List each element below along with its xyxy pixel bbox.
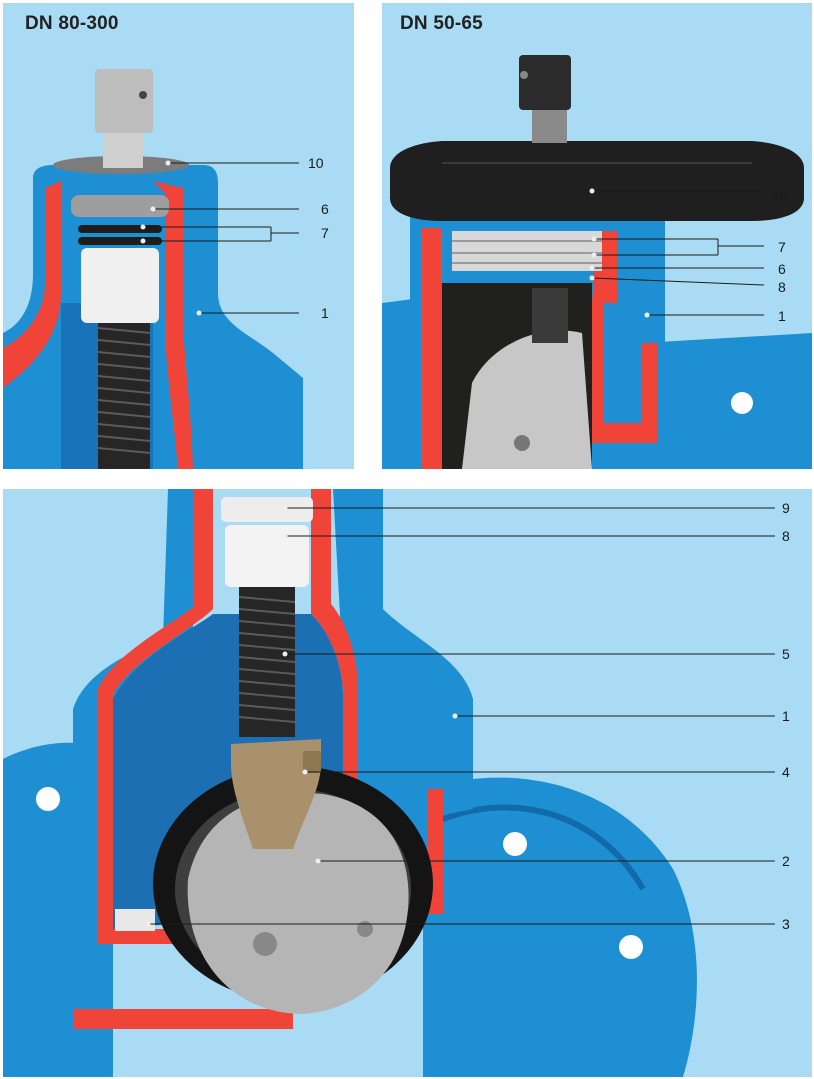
wedge-bolt (253, 932, 277, 956)
bushing-lower (225, 525, 309, 587)
valve-main-section-illustration (3, 489, 775, 1077)
bushing (81, 248, 159, 323)
stem-cap-pin (520, 71, 528, 79)
flange-right-edge (441, 804, 646, 891)
thread-lines (238, 596, 296, 723)
bushing-upper (221, 497, 313, 522)
leader-lines (143, 162, 299, 314)
callout-label: 6 (778, 261, 786, 277)
flange-right (423, 777, 697, 1077)
stem-thread (532, 288, 568, 343)
callout-label: 1 (778, 308, 786, 324)
callout-label: 8 (782, 528, 790, 544)
section-cut-right (153, 181, 193, 469)
callout-label: 10 (308, 155, 324, 171)
top-cap (390, 141, 804, 221)
stem-nut-lug (303, 751, 321, 773)
stem-nut (231, 739, 321, 849)
callout-label: 8 (778, 279, 786, 295)
callout-label: 2 (782, 853, 790, 869)
panel-dn-50-65: DN 50-65 10 7 6 8 1 (382, 3, 812, 469)
stem-cap-pin (139, 91, 147, 99)
bushing-lines (452, 240, 602, 264)
callout-dots (140, 160, 202, 316)
section-cut-left (3, 181, 61, 388)
flange-right (642, 333, 812, 469)
section-cut-left (422, 228, 442, 469)
o-ring-lower (78, 237, 162, 245)
flange-bolt-hole (619, 935, 643, 959)
callout-label: 6 (321, 201, 329, 217)
callout-label: 3 (782, 916, 790, 932)
panel-dn-80-300: DN 80-300 10 6 7 1 (3, 3, 354, 469)
callout-label: 1 (321, 305, 329, 321)
valve-top-section-illustration (3, 69, 303, 469)
valve-top-section-illustration (382, 55, 812, 469)
callout-label: 1 (782, 708, 790, 724)
section-cut-left (98, 489, 213, 929)
stem-ring (71, 195, 169, 217)
callout-label: 10 (772, 186, 788, 202)
leader-lines (148, 507, 775, 925)
wedge-metal (187, 793, 409, 1014)
callout-dots (589, 188, 650, 318)
section-cut-right (592, 231, 657, 443)
callout-label: 4 (782, 764, 790, 780)
stem-shaft (103, 128, 143, 168)
wedge-bolt (514, 435, 530, 451)
thread-lines (97, 327, 151, 454)
callout-dots (145, 505, 458, 927)
callout-label: 7 (321, 225, 329, 241)
callout-label: 7 (778, 239, 786, 255)
bushing-stack (452, 231, 602, 271)
guide-shoe (115, 909, 155, 931)
panel-main-section: 9 8 5 1 4 2 3 (3, 489, 812, 1077)
wedge-bolt (357, 921, 373, 937)
panel-title: DN 80-300 (25, 13, 119, 34)
callout-label: 5 (782, 646, 790, 662)
flange-bolt-hole (731, 392, 753, 414)
leader-lines (591, 190, 765, 316)
wedge (462, 330, 592, 469)
section-cut-base (73, 1009, 293, 1029)
flange-bolt-hole (36, 787, 60, 811)
o-ring-upper (78, 225, 162, 233)
panel-title: DN 50-65 (400, 13, 483, 34)
flange-bolt-hole (503, 832, 527, 856)
stem-cap (95, 69, 153, 133)
callout-label: 9 (782, 500, 790, 516)
stem-cap (519, 55, 571, 110)
